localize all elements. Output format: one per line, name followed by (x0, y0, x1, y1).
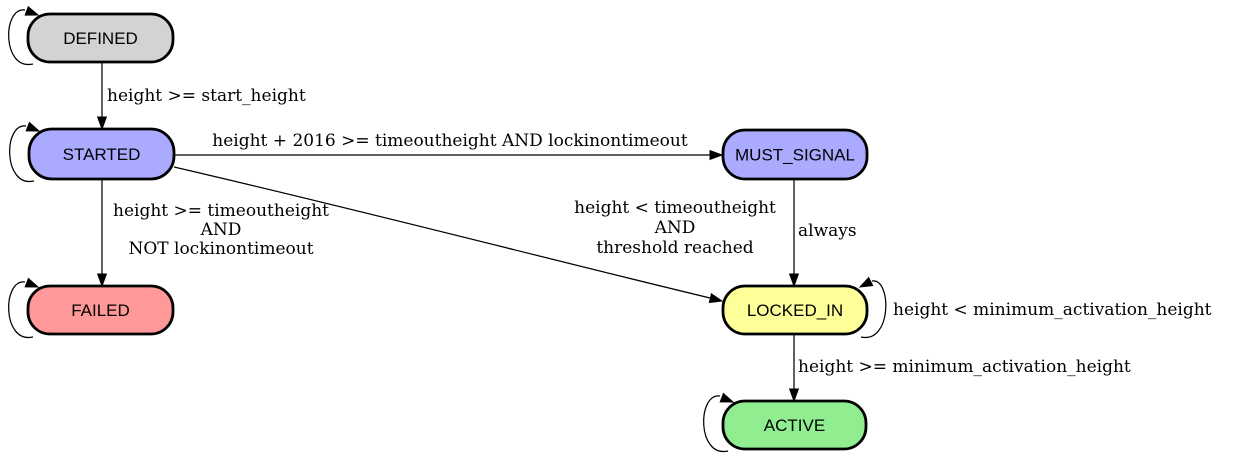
edge-started-to-failed: height >= timeoutheight AND NOT lockinon… (96, 179, 329, 288)
edge-label-started-locked-in-line3: threshold reached (596, 238, 753, 258)
edge-label-started-failed-line3: NOT lockinontimeout (128, 239, 313, 259)
edge-label-must-signal-locked-in: always (798, 221, 857, 241)
state-node-must-signal-label: MUST_SIGNAL (735, 146, 855, 165)
edge-defined-to-started: height >= start_height (96, 62, 306, 131)
state-node-locked-in-label: LOCKED_IN (747, 301, 843, 320)
arrowhead-icon (788, 388, 800, 403)
edge-started-to-locked-in: height < timeoutheight AND threshold rea… (173, 166, 776, 304)
state-node-failed-label: FAILED (71, 301, 130, 320)
failed-self-loop-arc (8, 281, 34, 338)
arrowhead-icon (709, 149, 724, 161)
edge-label-started-failed-line2: AND (200, 220, 242, 240)
edge-label-started-locked-in-line2: AND (654, 218, 696, 238)
state-node-must-signal-shape (721, 128, 869, 181)
state-node-locked-in-shape (721, 284, 869, 336)
edge-label-started-failed-line1: height >= timeoutheight (113, 201, 329, 221)
arrowhead-icon (708, 292, 724, 304)
edge-label-locked-in-self: height < minimum_activation_height (893, 300, 1212, 320)
edge-label-started-must-signal: height + 2016 >= timeoutheight AND locki… (212, 131, 688, 151)
state-node-locked-in: LOCKED_IN (721, 284, 869, 336)
edge-label-defined-started: height >= start_height (107, 86, 306, 106)
state-node-started: STARTED (27, 127, 176, 181)
state-node-must-signal: MUST_SIGNAL (721, 128, 869, 181)
failed-self-loop (8, 277, 40, 338)
edge-locked-in-to-active: height >= minimum_activation_height (788, 334, 1131, 403)
arrowhead-icon (24, 5, 40, 16)
state-node-active-shape (721, 399, 868, 451)
arrowhead-icon (96, 116, 108, 131)
arrowhead-icon (25, 121, 41, 132)
locked-in-self-loop-arc (860, 280, 887, 338)
edge-label-started-locked-in-line1: height < timeoutheight (574, 198, 776, 218)
active-self-loop-arc (703, 395, 729, 452)
arrowhead-icon (24, 277, 40, 288)
state-node-failed: FAILED (26, 284, 175, 336)
active-self-loop (703, 392, 735, 452)
arrowhead-icon (96, 273, 108, 288)
state-node-active-label: ACTIVE (764, 416, 825, 435)
started-self-loop (9, 121, 41, 182)
defined-self-loop (8, 5, 40, 65)
locked-in-self-loop: height < minimum_activation_height (858, 276, 1212, 338)
arrowhead-icon (858, 276, 874, 288)
state-node-defined-shape (26, 12, 175, 64)
state-node-started-label: STARTED (63, 145, 141, 164)
state-node-active: ACTIVE (721, 399, 868, 451)
edge-started-to-must-signal: height + 2016 >= timeoutheight AND locki… (174, 131, 724, 161)
edge-line (173, 166, 711, 299)
arrowhead-icon (719, 392, 735, 403)
defined-self-loop-arc (8, 9, 34, 65)
state-node-defined-label: DEFINED (63, 29, 138, 48)
started-self-loop-arc (9, 125, 35, 182)
state-node-defined: DEFINED (26, 12, 175, 64)
edge-label-locked-in-active: height >= minimum_activation_height (798, 357, 1131, 377)
state-node-started-shape (27, 127, 176, 181)
edge-must-signal-to-locked-in: always (788, 179, 857, 288)
arrowhead-icon (788, 273, 800, 288)
state-node-failed-shape (26, 284, 175, 336)
